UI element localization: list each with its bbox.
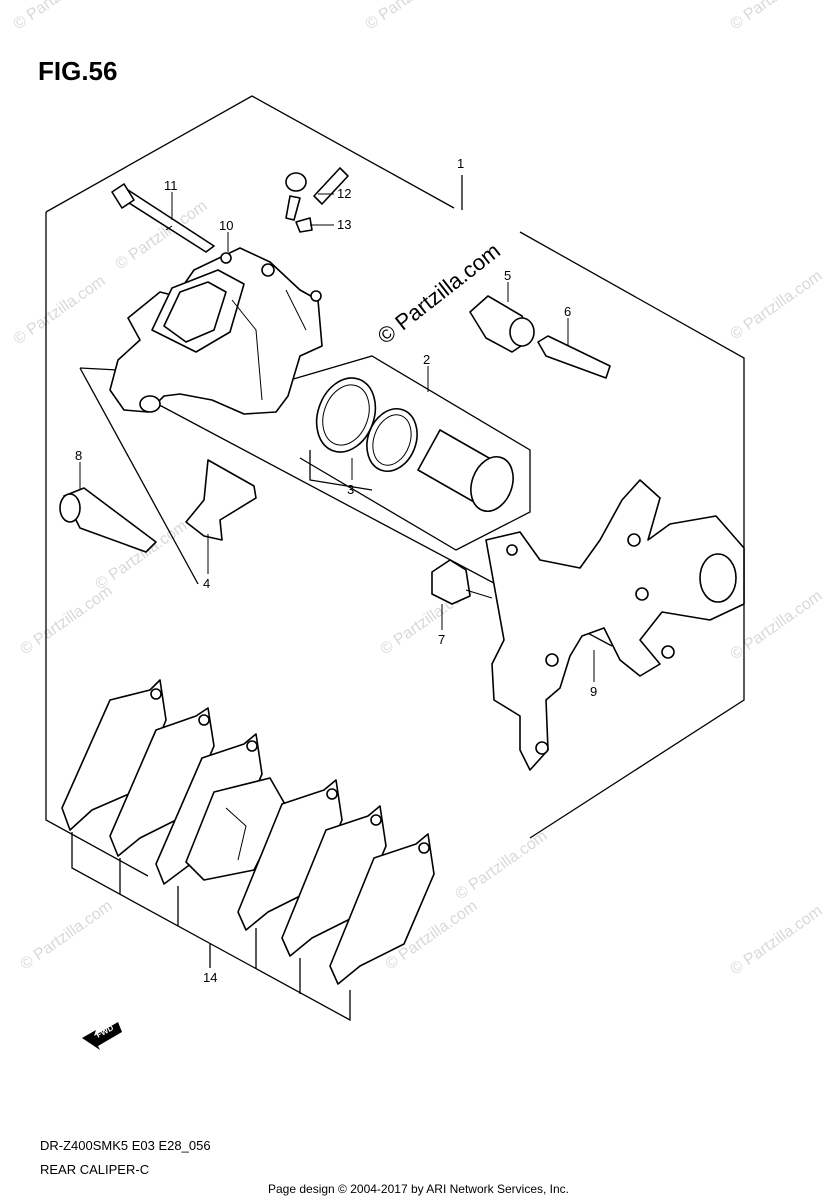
callout-6: 6	[564, 304, 571, 319]
part-4-clip	[185, 459, 257, 541]
callout-14: 14	[203, 970, 217, 985]
watermark: © Partzilla.com	[728, 268, 826, 344]
diagram-name: REAR CALIPER-C	[40, 1162, 149, 1177]
leader-lines	[79, 176, 595, 968]
callout-12: 12	[337, 186, 351, 201]
part-5-boot	[469, 295, 535, 353]
caliper-body	[109, 247, 323, 415]
part-12-13-bleeder	[285, 167, 349, 233]
callout-10: 10	[219, 218, 233, 233]
assembly-boundary	[45, 95, 745, 877]
fwd-arrow-icon: FWD	[82, 1022, 122, 1050]
callout-4: 4	[203, 576, 210, 591]
callout-2: 2	[423, 352, 430, 367]
part-11-bolt	[111, 183, 215, 253]
watermark: © Partzilla.com	[728, 0, 826, 33]
model-code: DR-Z400SMK5 E03 E28_056	[40, 1138, 211, 1153]
part-10-washer	[220, 252, 232, 264]
callout-7: 7	[438, 632, 445, 647]
callout-8: 8	[75, 448, 82, 463]
watermark: © Partzilla.com	[11, 0, 109, 33]
watermark: © Partzilla.com	[18, 583, 116, 659]
page-credit: Page design © 2004-2017 by ARI Network S…	[268, 1182, 569, 1196]
callout-11: 11	[164, 178, 178, 193]
part-7-boot	[431, 559, 493, 605]
watermark: © Partzilla.com	[363, 0, 461, 33]
callout-3: 3	[347, 482, 354, 497]
part-8-pin	[59, 487, 157, 553]
watermark: © Partzilla.com	[18, 898, 116, 974]
callout-labels: 1 2 3 4 5 6 7 8 9 10 11 12 13 14	[75, 156, 597, 985]
callout-13: 13	[337, 217, 351, 232]
part-14-pads-shims	[61, 679, 435, 985]
part-6-pin	[537, 335, 611, 379]
watermark: © Partzilla.com	[453, 828, 551, 904]
part-9-bracket	[485, 479, 745, 771]
callout-1: 1	[457, 156, 464, 171]
part-2-3-seals-piston	[315, 377, 514, 512]
piston-seal-box	[289, 355, 531, 551]
figure-title: FIG.56	[38, 56, 117, 86]
callout-5: 5	[504, 268, 511, 283]
watermark: © Partzilla.com	[11, 273, 109, 349]
watermark: © Partzilla.com	[728, 903, 826, 979]
callout-9: 9	[590, 684, 597, 699]
